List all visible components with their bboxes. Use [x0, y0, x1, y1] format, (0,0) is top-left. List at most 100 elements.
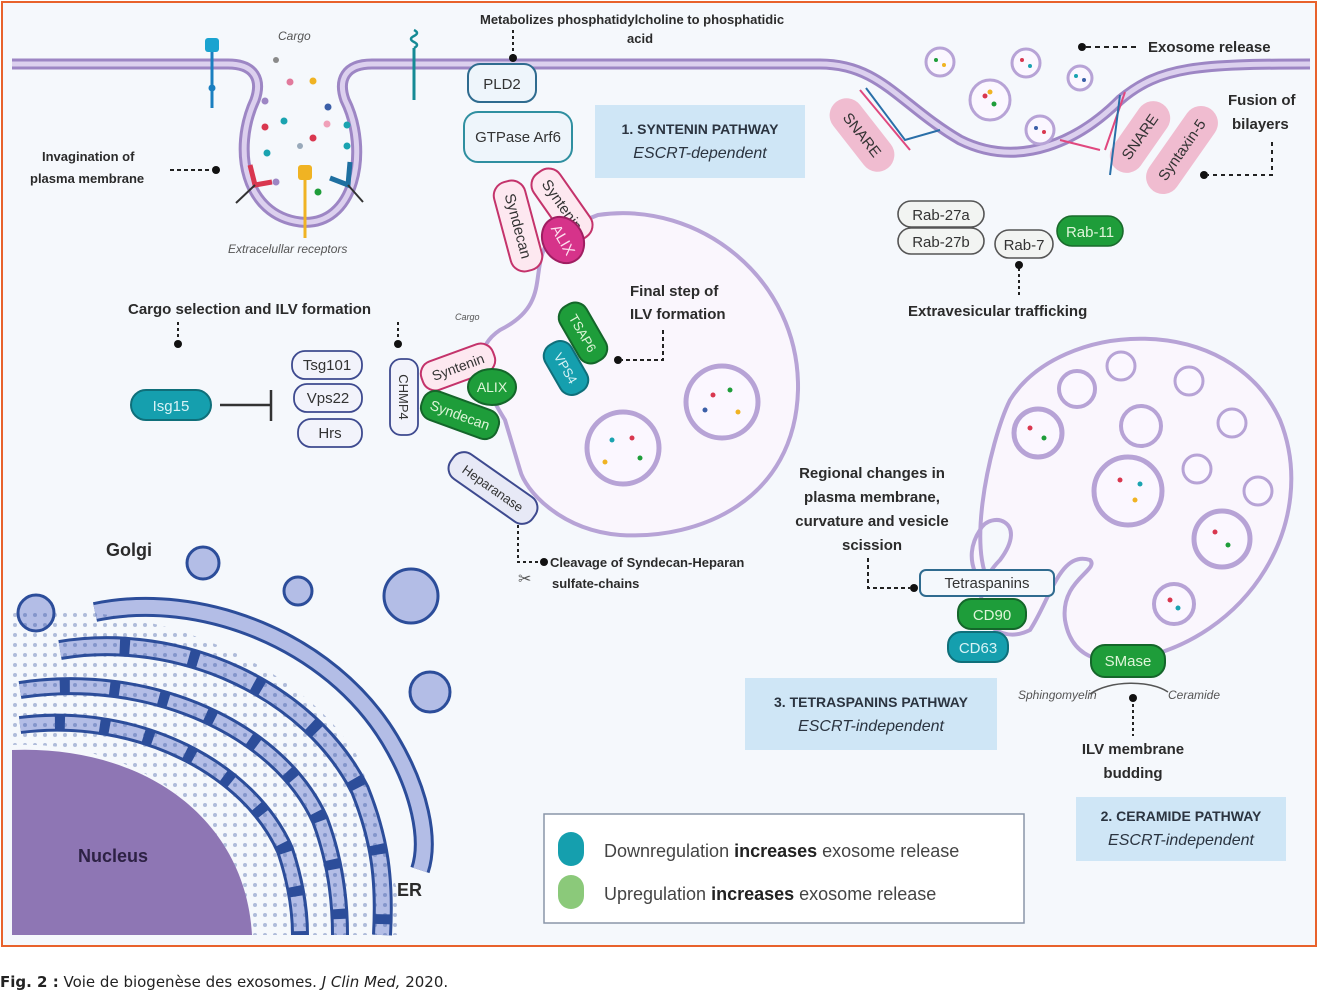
protein-rab-27b: Rab-27b [897, 227, 985, 255]
protein-smase: SMase [1090, 644, 1166, 678]
cleavage-connector [517, 525, 540, 563]
released-exosomes [924, 46, 1094, 146]
exosome-release-dot [1078, 43, 1086, 51]
legend-text: Downregulation increases exosome release [604, 841, 959, 861]
invagination-dot [212, 166, 220, 174]
ceramide-label: Ceramide [1168, 688, 1220, 702]
rab-11-label: Rab-11 [1066, 224, 1114, 241]
cleavage-label-line2: sulfate-chains [552, 576, 639, 591]
tetraspanins-label: Tetraspanins [944, 575, 1029, 592]
cargo-label: Cargo [278, 29, 311, 43]
extracellular-receptor-icons [205, 28, 419, 238]
fusion-label-line1: Fusion of [1228, 92, 1296, 109]
regional-label-line4: scission [842, 537, 902, 554]
protein-vps4: VPS4 [542, 340, 590, 396]
protein-isg15: Isg15 [130, 389, 212, 421]
cleavage-dot [540, 558, 548, 566]
protein-cd90: CD90 [957, 598, 1027, 630]
final-step-label-line2: ILV formation [630, 306, 726, 323]
conversion-arrow [1089, 682, 1169, 695]
regional-dot [910, 584, 918, 592]
protein-hrs: Hrs [297, 418, 363, 448]
pathway-title: 1. SYNTENIN PATHWAY [622, 121, 780, 137]
regional-connector [867, 558, 910, 589]
protein-chmp4: CHMP4 [389, 358, 419, 436]
regional-label-line2: plasma membrane, [804, 489, 940, 506]
invagination-label-line1: Invagination of [42, 149, 135, 164]
scissors-icon: ✂ [518, 571, 531, 588]
alix-mid-label: ALIX [477, 379, 508, 395]
er-label: ER [397, 880, 422, 900]
caption-label: Fig. 2 : [0, 973, 59, 991]
caption-text: Voie de biogenèse des exosomes. [58, 973, 322, 991]
legend-item-upregulation: Upregulation increases exosome release [558, 875, 936, 909]
vps22-label: Vps22 [307, 390, 350, 407]
final-step-connector [622, 330, 664, 361]
pathway-subtitle: ESCRT-independent [1108, 832, 1254, 849]
pathway-box-ceramide: 2. CERAMIDE PATHWAY ESCRT-independent [1076, 797, 1286, 861]
trafficking-dot [1015, 261, 1023, 269]
extracellular-receptors-label: Extracelullar receptors [228, 242, 347, 256]
protein-tetraspanins: Tetraspanins [919, 569, 1055, 597]
multivesicular-body-syntenin [479, 211, 801, 538]
golgi-label: Golgi [106, 540, 152, 560]
ilv-budding-label-line1: ILV membrane [1082, 741, 1184, 758]
fusion-label-line2: bilayers [1232, 116, 1289, 133]
exosome-release-label: Exosome release [1148, 39, 1271, 56]
rab-27b-label: Rab-27b [912, 234, 970, 251]
protein-rab-11: Rab-11 [1056, 215, 1124, 247]
legend-item-downregulation: Downregulation increases exosome release [558, 832, 959, 866]
nucleus-label: Nucleus [78, 846, 148, 866]
metabolizes-label-line1: Metabolizes phosphatidylcholine to phosp… [480, 12, 784, 27]
sphingomyelin-label: Sphingomyelin [1018, 688, 1097, 702]
caption-year: 2020. [400, 973, 449, 991]
pld2-dot [509, 54, 517, 62]
protein-vps22: Vps22 [293, 383, 363, 413]
isg15-label: Isg15 [153, 398, 190, 415]
regional-label-line3: curvature and vesicle [795, 513, 948, 530]
protein-gtpase-arf6: GTPase Arf6 [463, 111, 573, 163]
final-step-label-line1: Final step of [630, 283, 719, 300]
pathway-box-syntenin: 1. SYNTENIN PATHWAY ESCRT-dependent [595, 105, 805, 178]
chmp4-label: CHMP4 [396, 374, 411, 420]
nucleus-shape [12, 749, 252, 935]
ilv-budding-label-line2: budding [1103, 765, 1162, 782]
exosome-cargo-dots [934, 58, 1086, 134]
legend-swatch-green [558, 875, 584, 909]
cd90-label: CD90 [973, 607, 1011, 624]
rab-27a-label: Rab-27a [912, 207, 970, 224]
extravesicular-trafficking-label: Extravesicular trafficking [908, 303, 1087, 320]
pathway-box-tetraspanins: 3. TETRASPANINS PATHWAY ESCRT-independen… [745, 678, 997, 750]
protein-tsg101: Tsg101 [291, 350, 363, 380]
cargo-small-label: Cargo [455, 312, 480, 322]
protein-pld2: PLD2 [467, 63, 537, 103]
protein-rab-7: Rab-7 [994, 229, 1054, 259]
inhibition-arrow [220, 390, 273, 421]
legend-swatch-teal [558, 832, 584, 866]
cargo-selection-label: Cargo selection and ILV formation [128, 301, 371, 318]
pathway-title: 3. TETRASPANINS PATHWAY [774, 694, 969, 710]
invagination-label-line2: plasma membrane [30, 171, 144, 186]
smase-label: SMase [1105, 653, 1152, 670]
protein-snare-left: SNARE [829, 98, 895, 172]
pathway-subtitle: ESCRT-dependent [633, 145, 767, 162]
metabolizes-label-line2: acid [627, 31, 653, 46]
fusion-connector [1208, 142, 1273, 176]
pathway-subtitle: ESCRT-independent [798, 718, 944, 735]
golgi-er-organelles [12, 545, 452, 936]
cargo-selection-dot-left [174, 340, 182, 348]
final-step-dot [614, 356, 622, 364]
protein-alix-top: ALIX [540, 215, 586, 265]
cd63-label: CD63 [959, 640, 997, 657]
tsg101-label: Tsg101 [303, 357, 351, 374]
pld2-label: PLD2 [483, 76, 521, 93]
cargo-selection-dot-right [394, 340, 402, 348]
protein-rab-27a: Rab-27a [897, 200, 985, 228]
cleavage-label-line1: Cleavage of Syndecan-Heparan [550, 555, 744, 570]
exosome-biogenesis-diagram: Cargo Extracelullar receptors Invaginati… [12, 12, 1311, 936]
rab-7-label: Rab-7 [1004, 237, 1045, 254]
gtpase-arf6-label: GTPase Arf6 [475, 129, 561, 146]
fusion-dot [1200, 171, 1208, 179]
hrs-label: Hrs [318, 425, 341, 442]
protein-alix-mid: ALIX [467, 368, 517, 406]
